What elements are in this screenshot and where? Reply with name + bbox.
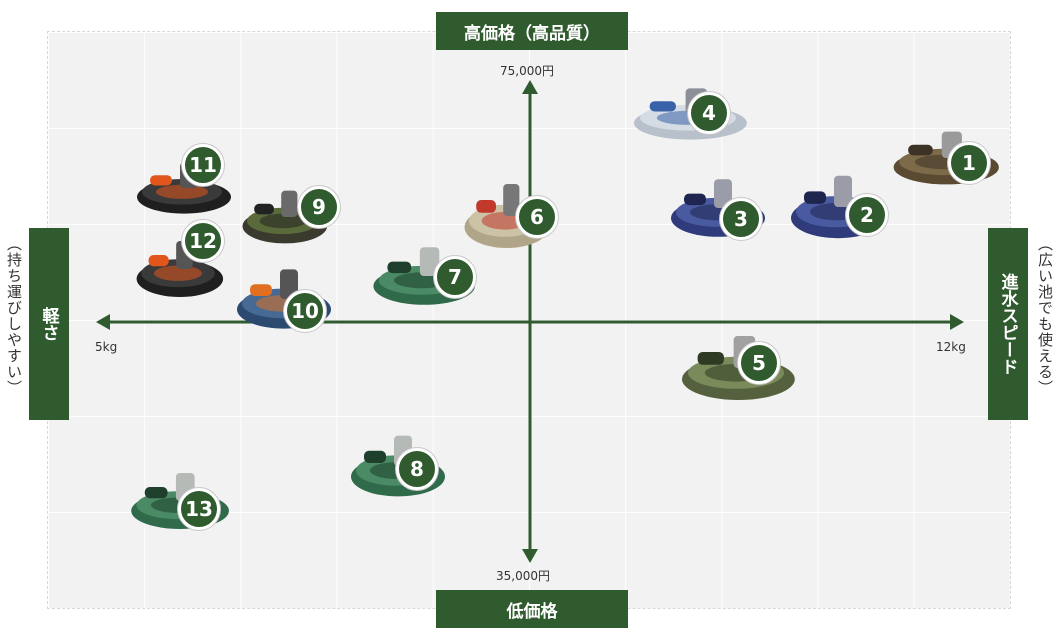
item-number-2: 2 [846,194,888,236]
left-value: 5kg [95,340,118,354]
item-number-4: 4 [688,92,730,134]
down-arrow-icon [522,549,538,563]
item-number-7: 7 [434,256,476,298]
item-number-11: 11 [182,144,224,186]
item-number-1: 1 [948,142,990,184]
item-number-10: 10 [284,290,326,332]
right-value: 12kg [936,340,966,354]
right-arrow-icon [950,314,964,330]
up-arrow-icon [522,80,538,94]
bottom-axis-label: 低価格 [436,590,628,628]
top-value: 75,000円 [500,64,554,78]
item-number-12: 12 [182,220,224,262]
item-number-3: 3 [720,198,762,240]
bottom-value: 35,000円 [496,569,550,583]
right-axis-label: 進水スピード [988,228,1028,420]
item-number-6: 6 [516,196,558,238]
left-axis-label: 軽さ [29,228,69,420]
item-number-13: 13 [178,488,220,530]
item-number-8: 8 [396,448,438,490]
item-number-5: 5 [738,342,780,384]
left-arrow-icon [96,314,110,330]
top-axis-label: 高価格（高品質） [436,12,628,50]
right-axis-note: （広い池でも使える） [1036,236,1054,396]
left-axis-note: （持ち運びしやすい） [5,236,23,396]
item-number-9: 9 [298,186,340,228]
